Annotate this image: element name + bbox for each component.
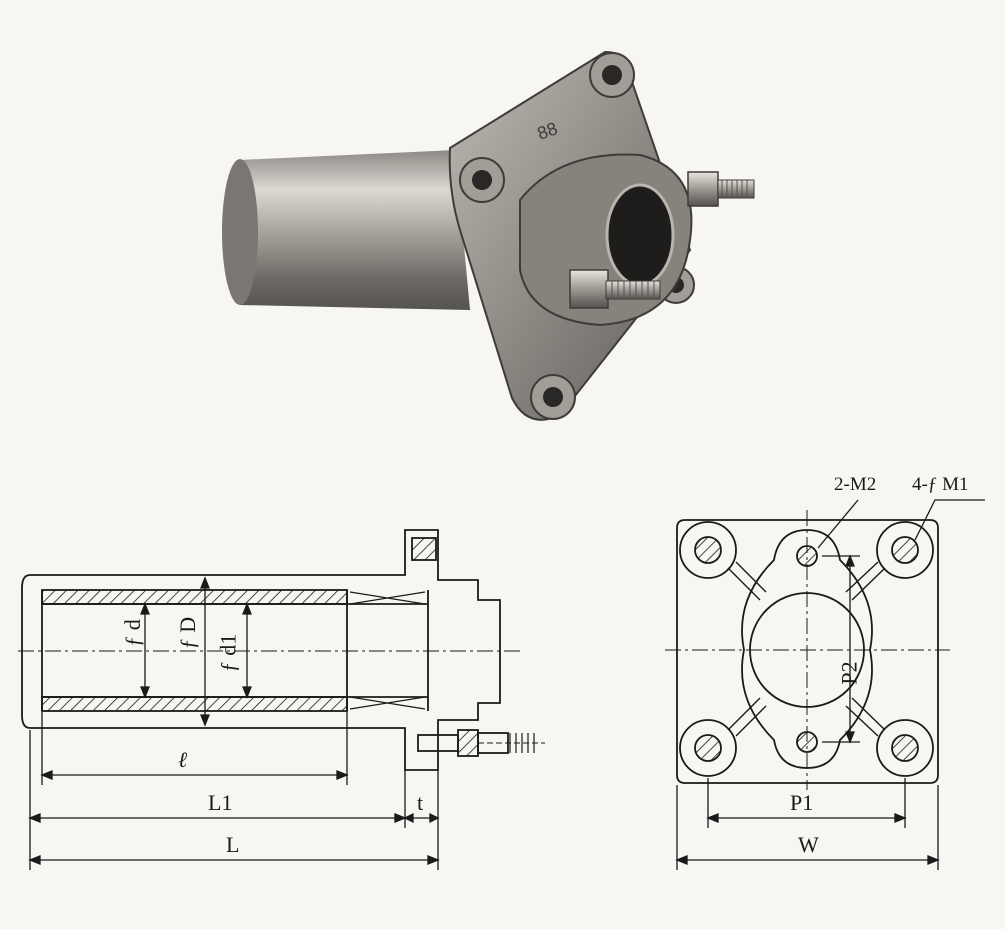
leader-m1 bbox=[914, 499, 985, 541]
side-outline bbox=[21, 529, 501, 771]
corner-boss-br bbox=[876, 719, 934, 777]
ribs bbox=[727, 561, 886, 737]
label-d: ƒ d bbox=[119, 619, 145, 647]
label-l: ℓ bbox=[178, 747, 188, 772]
photo-tube-end bbox=[222, 159, 258, 305]
dim-p2-line bbox=[822, 554, 860, 744]
label-D: ƒ D bbox=[175, 616, 201, 650]
dim-w-line bbox=[675, 785, 940, 870]
label-4-m1: 4-ƒ M1 bbox=[912, 474, 969, 495]
stub-top bbox=[411, 537, 437, 561]
dim-p1-line bbox=[706, 778, 907, 828]
corner-boss-tr bbox=[876, 521, 934, 579]
label-t: t bbox=[417, 790, 424, 815]
corner-boss-bl bbox=[679, 719, 737, 777]
dim-t-line bbox=[403, 770, 440, 870]
photo-bore bbox=[607, 185, 673, 285]
dim-l-line bbox=[40, 712, 349, 785]
dim-d-arrow bbox=[140, 602, 150, 699]
dim-d1-arrow bbox=[242, 602, 252, 699]
photo-bolt-upper bbox=[687, 171, 755, 207]
photo-hole bbox=[472, 170, 492, 190]
plate-outline bbox=[676, 519, 939, 784]
label-w: W bbox=[798, 832, 819, 857]
photo-hole bbox=[602, 65, 622, 85]
label-2-m2: 2-M2 bbox=[834, 474, 877, 495]
leader-m2 bbox=[817, 499, 859, 549]
tube-wall-upper bbox=[41, 589, 348, 605]
label-d1: ƒ d1 bbox=[215, 633, 241, 673]
dim-L1-line bbox=[28, 730, 407, 870]
tube-wall-lower bbox=[41, 696, 348, 712]
photo-tube bbox=[231, 150, 470, 310]
label-p1: P1 bbox=[790, 790, 814, 815]
side-section-view bbox=[18, 529, 545, 870]
label-L1: L1 bbox=[208, 790, 233, 815]
dim-L-line bbox=[28, 855, 440, 865]
photo-hole bbox=[543, 387, 563, 407]
photo-bolt-lower bbox=[569, 269, 661, 309]
part-photo: 88 bbox=[222, 50, 755, 421]
packing-lower bbox=[349, 696, 426, 710]
dim-D-arrow bbox=[200, 576, 210, 727]
corner-boss-tl bbox=[679, 521, 737, 579]
side-bolt bbox=[417, 729, 545, 757]
front-view bbox=[665, 499, 985, 870]
packing-upper bbox=[349, 591, 426, 605]
label-p2: P2 bbox=[836, 661, 862, 685]
label-L: L bbox=[226, 832, 240, 857]
